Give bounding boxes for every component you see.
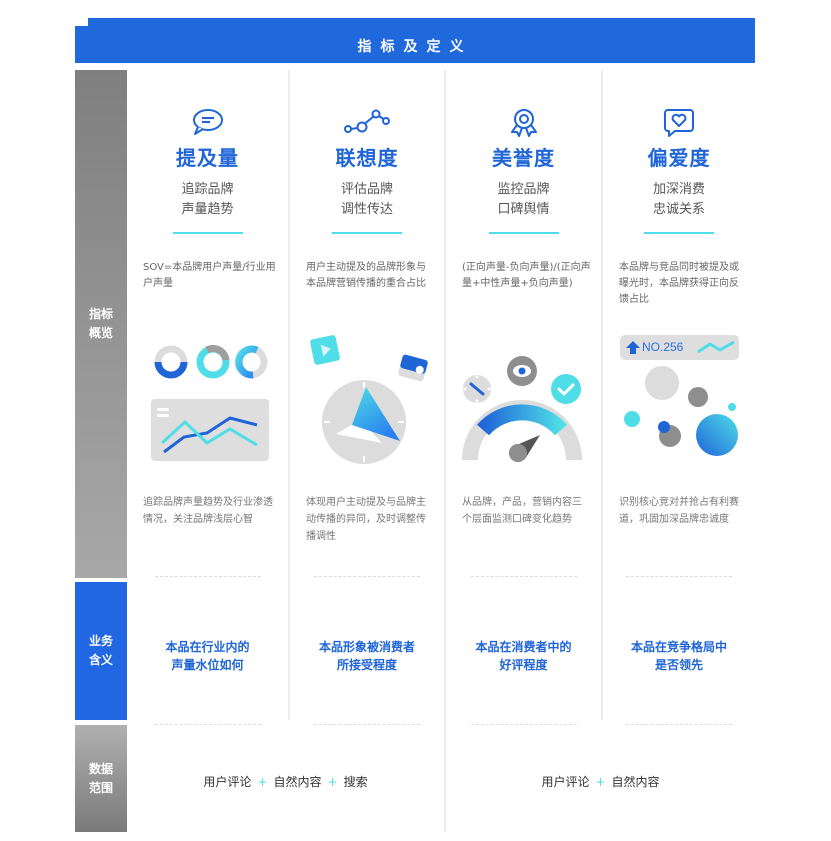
dashed-divider [470, 576, 577, 577]
scope-item: 自然内容 [273, 775, 322, 789]
scope-item: 自然内容 [611, 775, 660, 789]
subtitle-line: 追踪品牌 [181, 182, 234, 197]
business-meaning: 本品在消费者中的 好评程度 [446, 638, 601, 674]
compass-media-icon [290, 325, 444, 465]
subtitle-line: 加深消费 [652, 182, 705, 197]
arrow-up-icon [626, 341, 640, 354]
scope-item: 搜索 [343, 775, 368, 789]
header-bar: 指标及定义 [75, 31, 755, 63]
network-nodes-icon [290, 108, 444, 138]
metric-title: 偏爱度 [647, 146, 711, 170]
meaning-line: 本品在消费者中的 [475, 640, 572, 654]
metric-subtitle: 追踪品牌 声量趋势 [127, 180, 288, 220]
metric-subtitle: 加深消费 忠诚关系 [603, 180, 755, 220]
dashed-divider [470, 724, 577, 725]
meaning-line: 好评程度 [499, 658, 548, 672]
metric-column-mentions: 提及量 追踪品牌 声量趋势 SOV=本品牌用户声量/行业用户声量 追踪品牌声量趋… [127, 70, 288, 725]
plus-icon: + [327, 775, 338, 789]
ranking-bubbles-icon: NO.256 [603, 325, 755, 465]
plus-icon: + [257, 775, 268, 789]
award-medal-icon [446, 108, 601, 138]
subtitle-line: 口碑舆情 [497, 202, 550, 217]
subtitle-line: 声量趋势 [181, 202, 234, 217]
accent-line [488, 232, 559, 234]
dashed-divider [314, 724, 420, 725]
accent-line [644, 232, 714, 234]
metric-formula: SOV=本品牌用户声量/行业用户声量 [143, 262, 276, 289]
accent-line [172, 232, 243, 234]
row-label-overview: 指标概览 [75, 70, 127, 578]
metric-formula: 用户主动提及的品牌形象与本品牌营销传播的重合占比 [306, 262, 426, 289]
subtitle-line: 监控品牌 [497, 182, 550, 197]
page-title: 指标及定义 [357, 39, 473, 55]
metric-description: 从品牌，产品，营销内容三个层面监测口碑变化趋势 [462, 497, 582, 525]
data-scope-left: 用户评论 + 自然内容 + 搜索 [127, 773, 444, 790]
donut-and-line-chart-icon [127, 325, 288, 465]
metric-subtitle: 监控品牌 口碑舆情 [446, 180, 601, 220]
scope-item: 用户评论 [541, 775, 590, 789]
subtitle-line: 忠诚关系 [652, 202, 705, 217]
metric-column-reputation: 美誉度 监控品牌 口碑舆情 (正向声量-负向声量)/(正向声量+中性声量+负向声… [446, 70, 601, 725]
metric-title: 提及量 [176, 146, 239, 170]
subtitle-line: 调性传达 [340, 202, 393, 217]
meaning-line: 声量水位如何 [171, 658, 244, 672]
speech-bubble-icon [127, 108, 288, 138]
plus-icon: + [595, 775, 606, 789]
dashed-divider [154, 724, 261, 725]
rank-badge: NO.256 [620, 335, 739, 360]
row-label-text: 指标概览 [88, 307, 113, 340]
dashed-divider [626, 576, 732, 577]
meaning-line: 是否领先 [654, 658, 703, 672]
row-label-scope: 数据范围 [75, 725, 127, 832]
dashed-divider [626, 724, 732, 725]
row-label-text: 数据范围 [88, 761, 113, 795]
metric-description: 识别核心竞对并抢占有利赛道，巩固加深品牌忠诚度 [619, 497, 739, 525]
header-decoration-step [75, 26, 89, 32]
accent-line [332, 232, 402, 234]
business-meaning: 本品在竞争格局中 是否领先 [603, 638, 755, 674]
dashed-divider [314, 576, 420, 577]
meaning-line: 本品在行业内的 [165, 640, 250, 654]
meaning-line: 本品形象被消费者 [318, 640, 415, 654]
data-scope-right: 用户评论 + 自然内容 [446, 773, 755, 790]
subtitle-line: 评估品牌 [340, 182, 393, 197]
meaning-line: 本品在竞争格局中 [630, 640, 727, 654]
business-meaning: 本品形象被消费者 所接受程度 [290, 638, 444, 674]
column-divider [288, 70, 290, 720]
row-label-meaning: 业务含义 [75, 582, 127, 720]
metric-column-preference: 偏爱度 加深消费 忠诚关系 本品牌与竞品同时被提及或曝光时，本品牌获得正向反馈占… [603, 70, 755, 725]
metric-description: 追踪品牌声量趋势及行业渗透情况，关注品牌浅层心智 [143, 497, 273, 525]
meaning-line: 所接受程度 [336, 658, 397, 672]
business-meaning: 本品在行业内的 声量水位如何 [127, 638, 288, 674]
trend-line-icon [697, 340, 735, 354]
metric-title: 美誉度 [492, 146, 555, 170]
column-divider [601, 70, 603, 720]
metric-formula: (正向声量-负向声量)/(正向声量+中性声量+负向声量) [462, 262, 591, 289]
metric-subtitle: 评估品牌 调性传达 [290, 180, 444, 220]
heart-message-icon [603, 108, 755, 138]
metric-column-association: 联想度 评估品牌 调性传达 用户主动提及的品牌形象与本品牌营销传播的重合占比 体… [290, 70, 444, 725]
row-label-text: 业务含义 [88, 634, 113, 667]
metric-formula: 本品牌与竞品同时被提及或曝光时，本品牌获得正向反馈占比 [619, 262, 739, 305]
column-divider [444, 70, 446, 832]
gauge-monitor-icon [446, 325, 601, 465]
rank-label: NO.256 [642, 340, 684, 354]
scope-item: 用户评论 [203, 775, 252, 789]
metric-description: 体现用户主动提及与品牌主动传播的异同，及时调整传播调性 [306, 497, 426, 542]
dashed-divider [154, 576, 261, 577]
header-decoration [88, 18, 755, 32]
metric-title: 联想度 [335, 146, 399, 170]
